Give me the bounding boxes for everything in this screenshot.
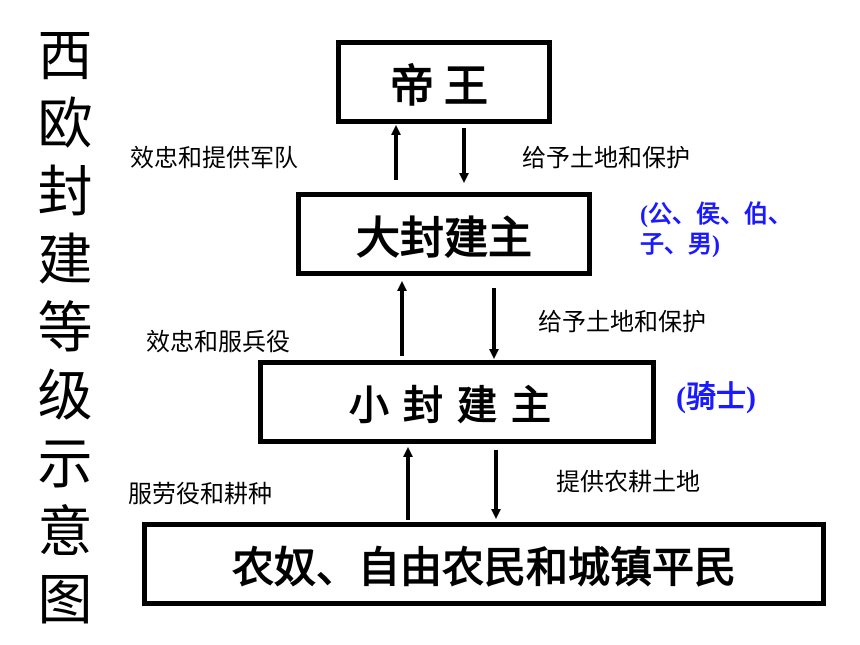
relation-emperor-to-great: 给予土地和保护 <box>522 144 690 172</box>
great-lord-note: (公、侯、伯、 子、男) <box>640 200 792 260</box>
great-lord-label: 大封建主 <box>356 213 532 264</box>
relation-great-to-small: 给予土地和保护 <box>538 308 706 336</box>
peasant-box: 农奴、自由农民和城镇平民 <box>142 522 826 606</box>
emperor-box: 帝王 <box>336 40 552 124</box>
great-lord-note-line1: (公、侯、伯、 <box>640 202 792 228</box>
title-char: 意 <box>37 500 93 564</box>
small-lord-label: 小封建主 <box>349 383 565 429</box>
relation-peasant-to-small: 服劳役和耕种 <box>128 480 272 508</box>
title-char: 级 <box>37 364 93 428</box>
title-char: 西 <box>37 24 93 88</box>
title-char: 建 <box>37 228 93 292</box>
title-char: 欧 <box>37 92 93 156</box>
title-char: 封 <box>37 160 93 224</box>
peasant-label: 农奴、自由农民和城镇平民 <box>231 542 736 592</box>
great-lord-note-line2: 子、男) <box>640 232 720 258</box>
relation-small-to-great: 效忠和服兵役 <box>146 328 290 356</box>
relation-small-to-peasant: 提供农耕土地 <box>556 468 700 496</box>
great-lord-box: 大封建主 <box>296 192 592 276</box>
small-lord-note: (骑士) <box>676 381 756 414</box>
relation-great-to-emperor: 效忠和提供军队 <box>130 144 298 172</box>
diagram-title: 西 欧 封 建 等 级 示 意 图 <box>30 22 100 634</box>
title-char: 示 <box>37 432 93 496</box>
title-char: 图 <box>37 568 93 632</box>
title-char: 等 <box>37 296 93 360</box>
small-lord-box: 小封建主 <box>258 360 656 444</box>
emperor-label: 帝王 <box>390 61 498 112</box>
